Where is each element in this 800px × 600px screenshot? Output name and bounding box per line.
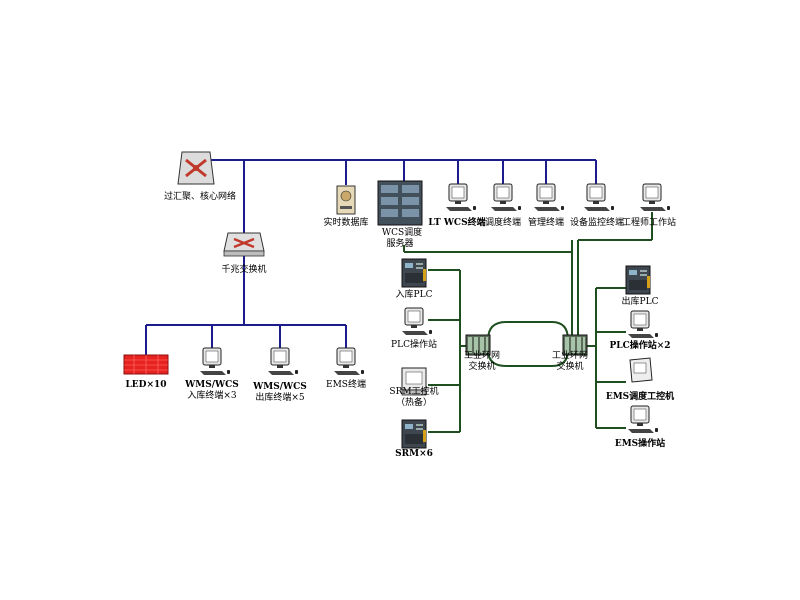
plc-station-right-icon: [627, 310, 659, 339]
label-in-plc: 入库PLC: [395, 290, 433, 300]
label-equipment-terminal: 设备监控终端: [569, 218, 625, 228]
label-engineer-station: 工程师工作站: [621, 218, 677, 228]
wcs-server-icon: [377, 180, 423, 226]
lt-wcs-terminal-icon: [445, 183, 477, 212]
label-wms-in-2: 入库终端×3: [187, 391, 237, 401]
srm-icon: [401, 419, 427, 449]
label-core-switch: 过汇聚、核心网络: [163, 192, 237, 202]
label-wms-out-1: WMS/WCS: [253, 382, 307, 392]
wms-out-terminal-icon: [267, 347, 299, 376]
out-plc-icon: [625, 265, 651, 295]
engineer-station-icon: [639, 183, 671, 212]
gigabit-switch-icon: [223, 232, 265, 257]
label-srm-ipc-1: SRM工控机: [389, 387, 439, 397]
ems-station-icon: [627, 405, 659, 434]
label-dispatch-terminal: 调度终端: [484, 218, 522, 228]
label-plc-station-right: PLC操作站×2: [609, 341, 671, 351]
label-ring-switch-left-1: 工业环网: [463, 351, 501, 361]
label-srm: SRM×6: [395, 449, 433, 459]
label-wms-in-1: WMS/WCS: [185, 380, 239, 390]
label-ring-switch-left-2: 交换机: [468, 362, 496, 372]
label-wcs-server-1: WCS调度: [381, 228, 423, 238]
in-plc-icon: [401, 258, 427, 288]
database-server-icon: [336, 185, 356, 215]
label-ems-ipc: EMS调度工控机: [605, 392, 675, 402]
wms-in-terminal-icon: [199, 347, 231, 376]
label-realtime-db: 实时数据库: [323, 218, 369, 228]
label-ring-switch-right-1: 工业环网: [551, 351, 589, 361]
label-mgmt-terminal: 管理终端: [527, 218, 565, 228]
label-lt-wcs-terminal: LT WCS终端: [428, 218, 486, 228]
srm-ipc-icon: [401, 367, 427, 396]
label-gigabit-switch: 千兆交换机: [221, 265, 267, 275]
label-srm-ipc-2: （热备）: [395, 398, 433, 408]
label-ems-terminal: EMS终端: [326, 380, 366, 390]
led-panel-icon: [123, 354, 169, 375]
mgmt-terminal-icon: [533, 183, 565, 212]
plc-station-left-icon: [401, 307, 433, 336]
label-ems-station: EMS操作站: [614, 439, 666, 449]
label-wms-out-2: 出库终端×5: [255, 393, 305, 403]
ems-terminal-icon: [333, 347, 365, 376]
core-router-icon: [177, 151, 215, 185]
equipment-terminal-icon: [583, 183, 615, 212]
label-led: LED×10: [125, 380, 167, 390]
label-out-plc: 出库PLC: [621, 297, 659, 307]
label-wcs-server-2: 服务器: [386, 239, 414, 249]
dispatch-terminal-icon: [490, 183, 522, 212]
blue-network-lines: [145, 159, 597, 355]
green-network-lines: [403, 212, 653, 433]
label-ring-switch-right-2: 交换机: [556, 362, 584, 372]
ems-ipc-icon: [629, 357, 653, 383]
label-plc-station-left: PLC操作站: [391, 340, 437, 350]
